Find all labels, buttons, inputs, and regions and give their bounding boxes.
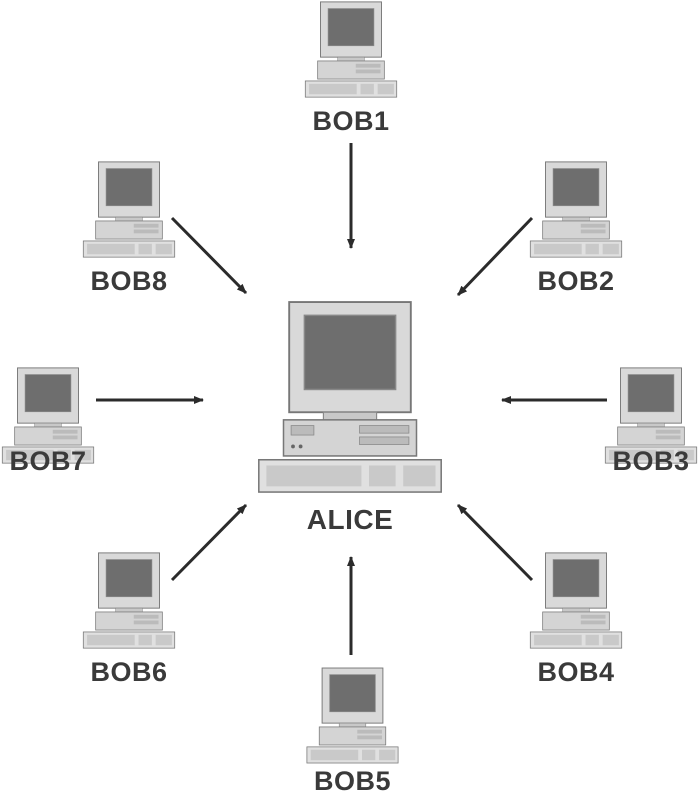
node-bob1: BOB1 bbox=[301, 0, 401, 142]
node-label-bob8: BOB8 bbox=[90, 266, 168, 296]
node-label-bob2: BOB2 bbox=[537, 266, 615, 296]
arrow-bob8-to-alice bbox=[170, 216, 248, 295]
node-label-bob6: BOB6 bbox=[90, 657, 168, 687]
node-label-bob4: BOB4 bbox=[537, 657, 615, 687]
node-bob8: BOB8 bbox=[79, 160, 179, 302]
arrow-bob2-to-alice bbox=[456, 216, 534, 297]
desktop-computer-icon bbox=[306, 667, 399, 764]
desktop-computer-icon bbox=[1, 367, 95, 464]
desktop-computer-icon bbox=[258, 301, 442, 493]
node-label-bob5: BOB5 bbox=[313, 766, 391, 796]
node-label-bob1: BOB1 bbox=[312, 106, 390, 136]
desktop-computer-icon bbox=[304, 1, 398, 98]
node-label-bob3: BOB3 bbox=[612, 446, 690, 476]
desktop-computer-icon bbox=[529, 552, 623, 649]
node-bob6: BOB6 bbox=[79, 551, 179, 693]
node-label-bob7: BOB7 bbox=[9, 446, 87, 476]
desktop-computer-icon bbox=[604, 367, 698, 464]
node-bob7: BOB7 bbox=[0, 366, 96, 508]
node-bob2: BOB2 bbox=[526, 160, 626, 302]
node-bob4: BOB4 bbox=[526, 551, 626, 693]
node-bob3: BOB3 bbox=[602, 366, 700, 508]
desktop-computer-icon bbox=[82, 552, 176, 649]
arrow-bob6-to-alice bbox=[170, 503, 248, 582]
node-bob5: BOB5 bbox=[305, 666, 400, 808]
desktop-computer-icon bbox=[529, 161, 623, 258]
node-label-alice: ALICE bbox=[306, 504, 394, 535]
node-alice: ALICE bbox=[255, 298, 445, 548]
arrow-bob4-to-alice bbox=[456, 503, 534, 582]
desktop-computer-icon bbox=[82, 161, 176, 258]
